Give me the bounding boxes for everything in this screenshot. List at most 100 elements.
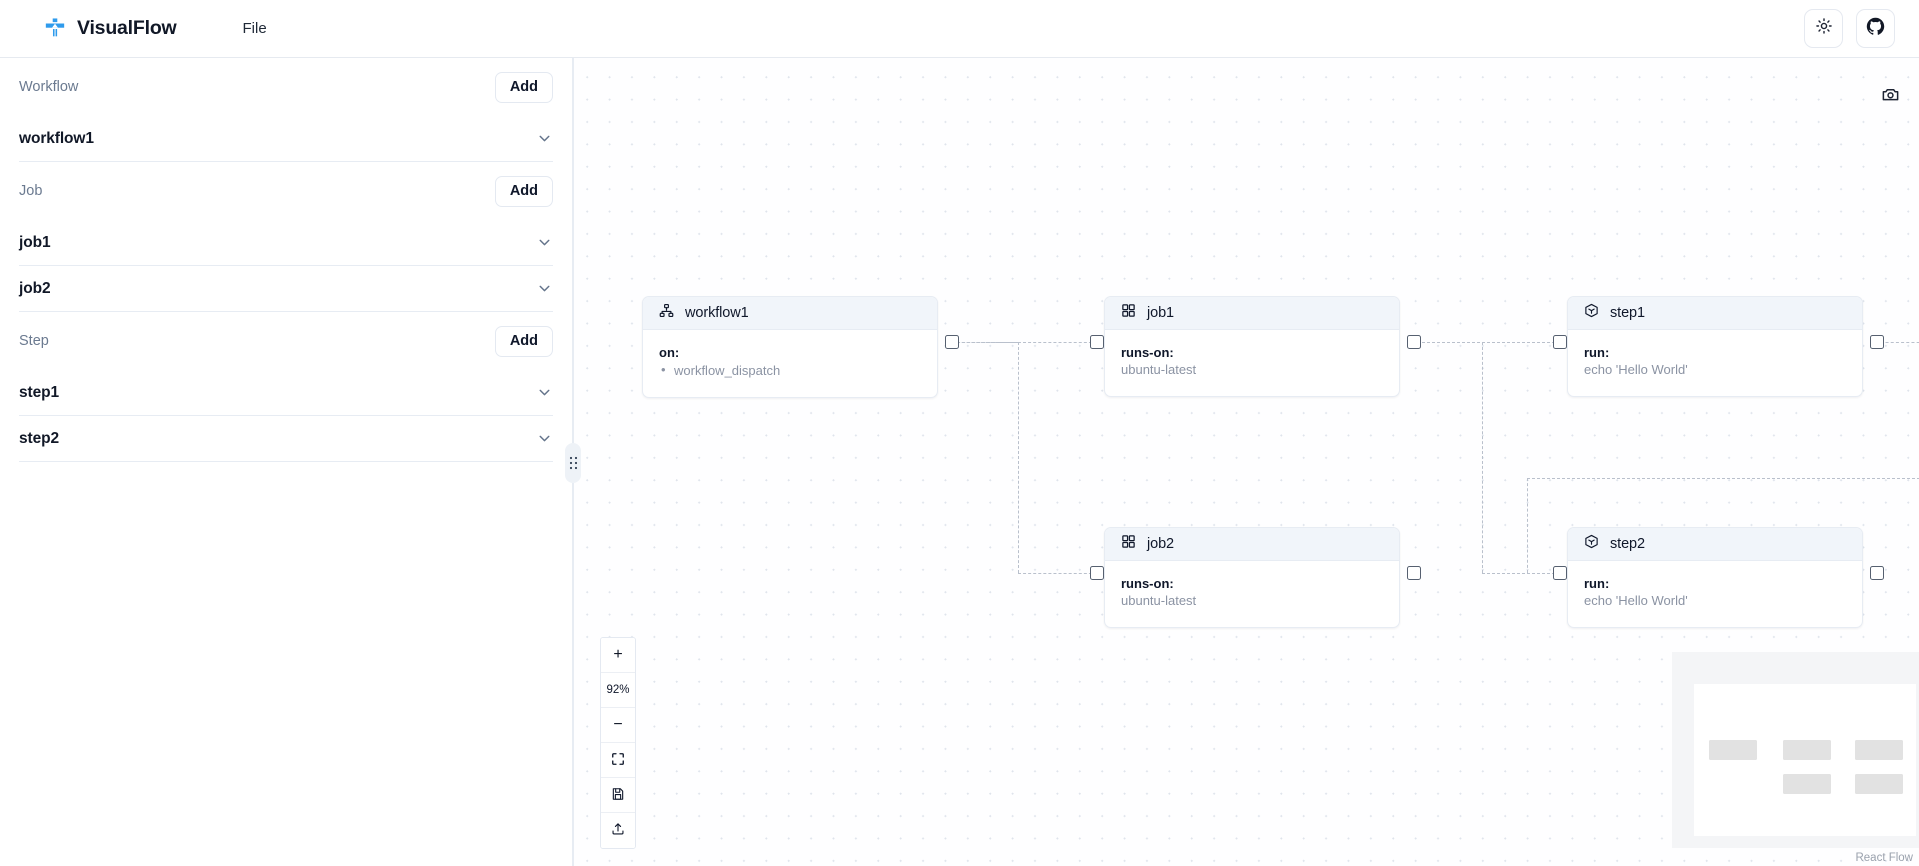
node-field-list: workflow_dispatch [659,361,921,379]
chevron-down-icon[interactable] [536,384,553,401]
sidebar-resize-handle[interactable] [565,443,581,483]
edge-workflow1-job2-lower [1018,573,1097,574]
add-step-button[interactable]: Add [494,325,553,357]
node-body: run: echo 'Hello World' [1568,330,1862,396]
minimap-node [1783,740,1831,760]
save-button[interactable] [601,778,635,813]
minimap-node [1709,740,1757,760]
zoom-out-button[interactable]: − [601,708,635,743]
node-field-key: run: [1584,345,1610,360]
edge-step1-out-upper [1870,342,1919,343]
main-menu: File [235,14,275,43]
handle-step2-source[interactable] [1870,566,1884,580]
edge-workflow1-job1 [952,342,1097,343]
node-job1[interactable]: job1 runs-on: ubuntu-latest [1104,296,1400,397]
flow-canvas[interactable]: workflow1 on: workflow_dispatch job1 run… [574,58,1919,866]
edge-workflow1-job1-upper [952,342,1018,343]
react-flow-attribution[interactable]: React Flow [1855,852,1913,864]
node-body: on: workflow_dispatch [643,330,937,397]
handle-job1-target[interactable] [1090,335,1104,349]
top-bar: VisualFlow File [0,0,1919,58]
fit-view-icon [611,752,625,769]
handle-step2-target[interactable] [1553,566,1567,580]
section-title-workflow: Workflow [19,79,79,95]
node-step1[interactable]: step1 run: echo 'Hello World' [1567,296,1863,397]
node-body: runs-on: ubuntu-latest [1105,330,1399,396]
github-icon [1866,17,1885,41]
sidebar-item-label: step1 [19,383,59,401]
handle-job2-source[interactable] [1407,566,1421,580]
node-workflow1[interactable]: workflow1 on: workflow_dispatch [642,296,938,398]
github-link-button[interactable] [1856,9,1895,48]
node-field-key: on: [659,345,680,360]
add-workflow-button[interactable]: Add [494,71,553,103]
sidebar-item-job2[interactable]: job2 [19,266,553,312]
handle-job2-target[interactable] [1090,566,1104,580]
node-field-key: runs-on: [1121,345,1174,360]
sidebar: Workflow Add workflow1 Job Add job1 job2… [0,58,572,866]
minimap-node [1783,774,1831,794]
handle-workflow1-source[interactable] [945,335,959,349]
brand-name: VisualFlow [77,17,177,39]
sidebar-section-step-header: Step Add [19,312,553,370]
node-field-value: echo 'Hello World' [1584,362,1688,377]
edge-job1-step1 [1407,342,1560,343]
node-title: job1 [1147,305,1175,321]
minimap-viewport[interactable] [1694,684,1916,836]
edge-workflow1-job2-vertical [1018,342,1019,573]
sidebar-item-workflow1[interactable]: workflow1 [19,116,553,162]
grid-icon [1121,534,1136,554]
sidebar-item-label: workflow1 [19,129,94,147]
sidebar-item-label: step2 [19,429,59,447]
edge-job1-step2-lower [1482,573,1560,574]
chevron-down-icon[interactable] [536,234,553,251]
add-job-button[interactable]: Add [494,175,553,207]
node-body: runs-on: ubuntu-latest [1105,561,1399,627]
menu-file[interactable]: File [242,20,267,37]
zoom-in-button[interactable]: + [601,638,635,673]
node-header: job2 [1105,528,1399,561]
minus-icon: − [613,716,623,733]
sun-icon [1815,17,1833,40]
sidebar-item-label: job1 [19,233,51,251]
node-job2[interactable]: job2 runs-on: ubuntu-latest [1104,527,1400,628]
node-field-value: echo 'Hello World' [1584,593,1688,608]
node-header: step2 [1568,528,1862,561]
chevron-down-icon[interactable] [536,430,553,447]
node-title: step1 [1610,305,1645,321]
camera-icon [1881,85,1900,109]
node-title: step2 [1610,536,1645,552]
node-field-value: ubuntu-latest [1121,593,1197,608]
sidebar-item-step2[interactable]: step2 [19,416,553,462]
node-field-value: ubuntu-latest [1121,362,1197,377]
handle-job1-source[interactable] [1407,335,1421,349]
sidebar-item-job1[interactable]: job1 [19,220,553,266]
minimap[interactable] [1672,652,1919,848]
top-bar-actions [1804,9,1895,48]
edge-step1-out-vertical-left [1527,478,1528,573]
fit-view-button[interactable] [601,743,635,778]
export-button[interactable] [601,813,635,848]
flow-tree-icon [44,17,66,40]
handle-step1-target[interactable] [1553,335,1567,349]
floppy-disk-icon [611,787,625,804]
edge-job1-step2-vertical [1482,342,1483,573]
sidebar-item-step1[interactable]: step1 [19,370,553,416]
screenshot-button[interactable] [1877,84,1903,110]
node-field-key: runs-on: [1121,576,1174,591]
sidebar-item-label: job2 [19,279,51,297]
chevron-down-icon[interactable] [536,280,553,297]
section-title-step: Step [19,333,49,349]
handle-step1-source[interactable] [1870,335,1884,349]
node-body: run: echo 'Hello World' [1568,561,1862,627]
cube-icon [1584,534,1599,554]
node-title: workflow1 [685,305,749,321]
cube-icon [1584,303,1599,323]
chevron-down-icon[interactable] [536,130,553,147]
grip-dots-icon [569,456,577,470]
brand: VisualFlow [44,17,177,40]
edge-step1-out-horizontal [1527,478,1919,479]
theme-toggle-button[interactable] [1804,9,1843,48]
node-title: job2 [1147,536,1175,552]
node-step2[interactable]: step2 run: echo 'Hello World' [1567,527,1863,628]
